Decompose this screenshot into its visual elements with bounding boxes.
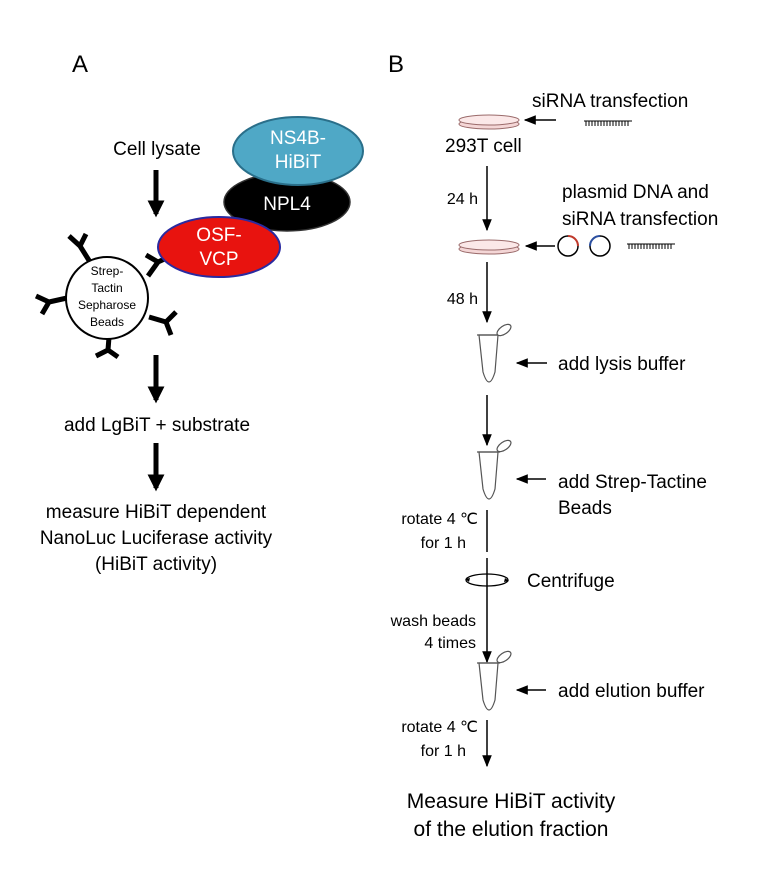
beads-text-2: Tactin [91, 281, 122, 295]
plasmid-text-2: siRNA transfection [562, 209, 718, 230]
antibody-shapes [34, 232, 178, 360]
ns4b-hibit-ellipse [232, 116, 364, 186]
cell-label: 293T cell [445, 136, 522, 157]
wash-text-2: 4 times [424, 635, 476, 652]
tube-icon-1 [477, 323, 512, 383]
cell-lysate-label: Cell lysate [113, 139, 201, 160]
sirna-transfection-label: siRNA transfection [532, 91, 688, 112]
measure-text-2: NanoLuc Luciferase activity [40, 528, 273, 549]
npl4-label: NPL4 [263, 194, 311, 215]
sirna-icon-1 [584, 120, 632, 126]
rotate2-text-1: rotate 4 ℃ [401, 719, 478, 736]
plasmid-text-1: plasmid DNA and [562, 182, 709, 203]
add-lgbit-label: add LgBiT + substrate [64, 415, 250, 436]
time-24h-label: 24 h [447, 191, 478, 208]
panel-a-label: A [72, 51, 88, 78]
add-lysis-label: add lysis buffer [558, 354, 686, 375]
measure-text-1: measure HiBiT dependent [46, 502, 267, 523]
culture-dish-2 [458, 239, 520, 255]
ns4b-label-2: HiBiT [275, 152, 322, 173]
plasmid-icon-2 [589, 235, 611, 257]
rotate1-text-1: rotate 4 ℃ [401, 511, 478, 528]
tube-icon-2 [477, 439, 512, 500]
measure-text-3: (HiBiT activity) [95, 554, 217, 575]
plasmid-icon-1 [557, 235, 579, 257]
osf-label-2: VCP [199, 249, 238, 270]
add-strep-text-1: add Strep-Tactine [558, 472, 707, 493]
centrifuge-label: Centrifuge [527, 571, 615, 592]
final-text-1: Measure HiBiT activity [407, 790, 616, 813]
add-strep-text-2: Beads [558, 498, 612, 519]
osf-vcp-ellipse [157, 216, 281, 278]
final-text-2: of the elution fraction [414, 818, 609, 841]
time-48h-label: 48 h [447, 291, 478, 308]
beads-text-1: Strep- [91, 264, 124, 278]
culture-dish-1 [458, 114, 520, 130]
wash-text-1: wash beads [390, 613, 476, 630]
add-elution-label: add elution buffer [558, 681, 705, 702]
ns4b-label-1: NS4B- [270, 128, 326, 149]
rotate1-text-2: for 1 h [421, 535, 466, 552]
tube-icon-3 [477, 650, 512, 711]
osf-label-1: OSF- [196, 225, 241, 246]
strep-tactin-bead [65, 256, 149, 340]
panel-b-label: B [388, 51, 404, 78]
rotate2-text-2: for 1 h [421, 743, 466, 760]
beads-text-3: Sepharose [78, 298, 136, 312]
beads-text-4: Beads [90, 315, 124, 329]
sirna-icon-2 [627, 243, 675, 249]
